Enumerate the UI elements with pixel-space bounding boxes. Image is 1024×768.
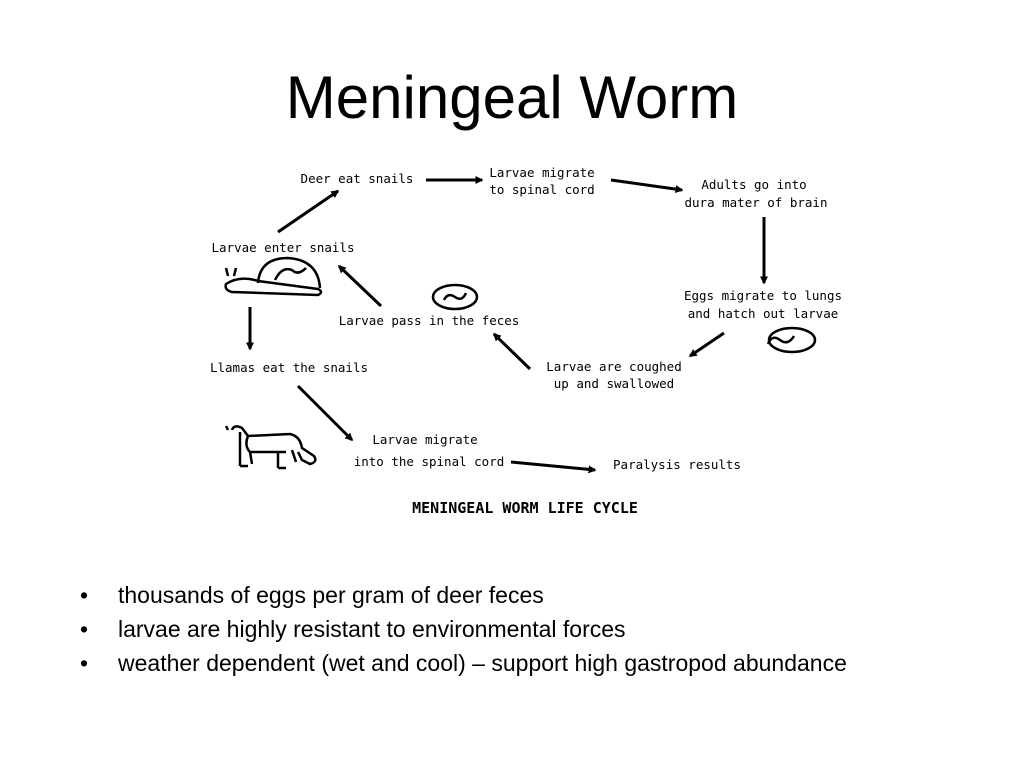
bullet-text: larvae are highly resistant to environme… bbox=[118, 616, 626, 642]
bullet-list: • thousands of eggs per gram of deer fece… bbox=[80, 582, 940, 684]
bullet-marker: • bbox=[80, 650, 89, 676]
arrow-icon bbox=[277, 189, 340, 234]
label-larvae-migrate-line2: to spinal cord bbox=[489, 182, 594, 197]
label-llamas-eat-snails: Llamas eat the snails bbox=[210, 360, 368, 375]
label-paralysis-results: Paralysis results bbox=[613, 457, 741, 472]
arrow-icon bbox=[492, 332, 532, 371]
label-llama-migrate-line1: Larvae migrate bbox=[372, 432, 477, 447]
label-adults-line1: Adults go into bbox=[701, 177, 806, 192]
diagram-title: MENINGEAL WORM LIFE CYCLE bbox=[412, 499, 638, 517]
bullet-item: • larvae are highly resistant to environm… bbox=[80, 616, 940, 643]
arrow-icon bbox=[337, 264, 383, 308]
bullet-marker: • bbox=[80, 582, 89, 608]
label-deer-eat-snails: Deer eat snails bbox=[301, 171, 414, 186]
bullet-marker: • bbox=[80, 616, 89, 642]
snail-icon bbox=[224, 256, 323, 297]
bullet-text: thousands of eggs per gram of deer feces bbox=[118, 582, 544, 608]
arrow-icon bbox=[688, 331, 725, 358]
label-coughed-line1: Larvae are coughed bbox=[546, 359, 681, 374]
slide-title: Meningeal Worm bbox=[285, 64, 739, 131]
label-adults-line2: dura mater of brain bbox=[685, 195, 828, 210]
larva-in-egg-icon bbox=[766, 326, 817, 354]
label-larvae-enter-snails: Larvae enter snails bbox=[212, 240, 355, 255]
arrow-icon bbox=[296, 384, 354, 442]
bullet-item: • weather dependent (wet and cool) – supp… bbox=[80, 650, 940, 677]
larva-in-egg-icon bbox=[431, 283, 479, 311]
llama-icon bbox=[224, 425, 317, 470]
label-larvae-migrate-line1: Larvae migrate bbox=[489, 165, 594, 180]
label-eggs-line2: and hatch out larvae bbox=[688, 306, 839, 321]
label-eggs-line1: Eggs migrate to lungs bbox=[684, 288, 842, 303]
label-larvae-pass-feces: Larvae pass in the feces bbox=[339, 313, 520, 328]
label-coughed-line2: up and swallowed bbox=[554, 376, 674, 391]
bullet-item: • thousands of eggs per gram of deer fece… bbox=[80, 582, 940, 609]
bullet-text: weather dependent (wet and cool) – suppo… bbox=[118, 650, 847, 676]
arrow-icon bbox=[510, 460, 597, 474]
arrow-icon bbox=[610, 178, 684, 194]
label-llama-migrate-line2: into the spinal cord bbox=[354, 454, 505, 469]
